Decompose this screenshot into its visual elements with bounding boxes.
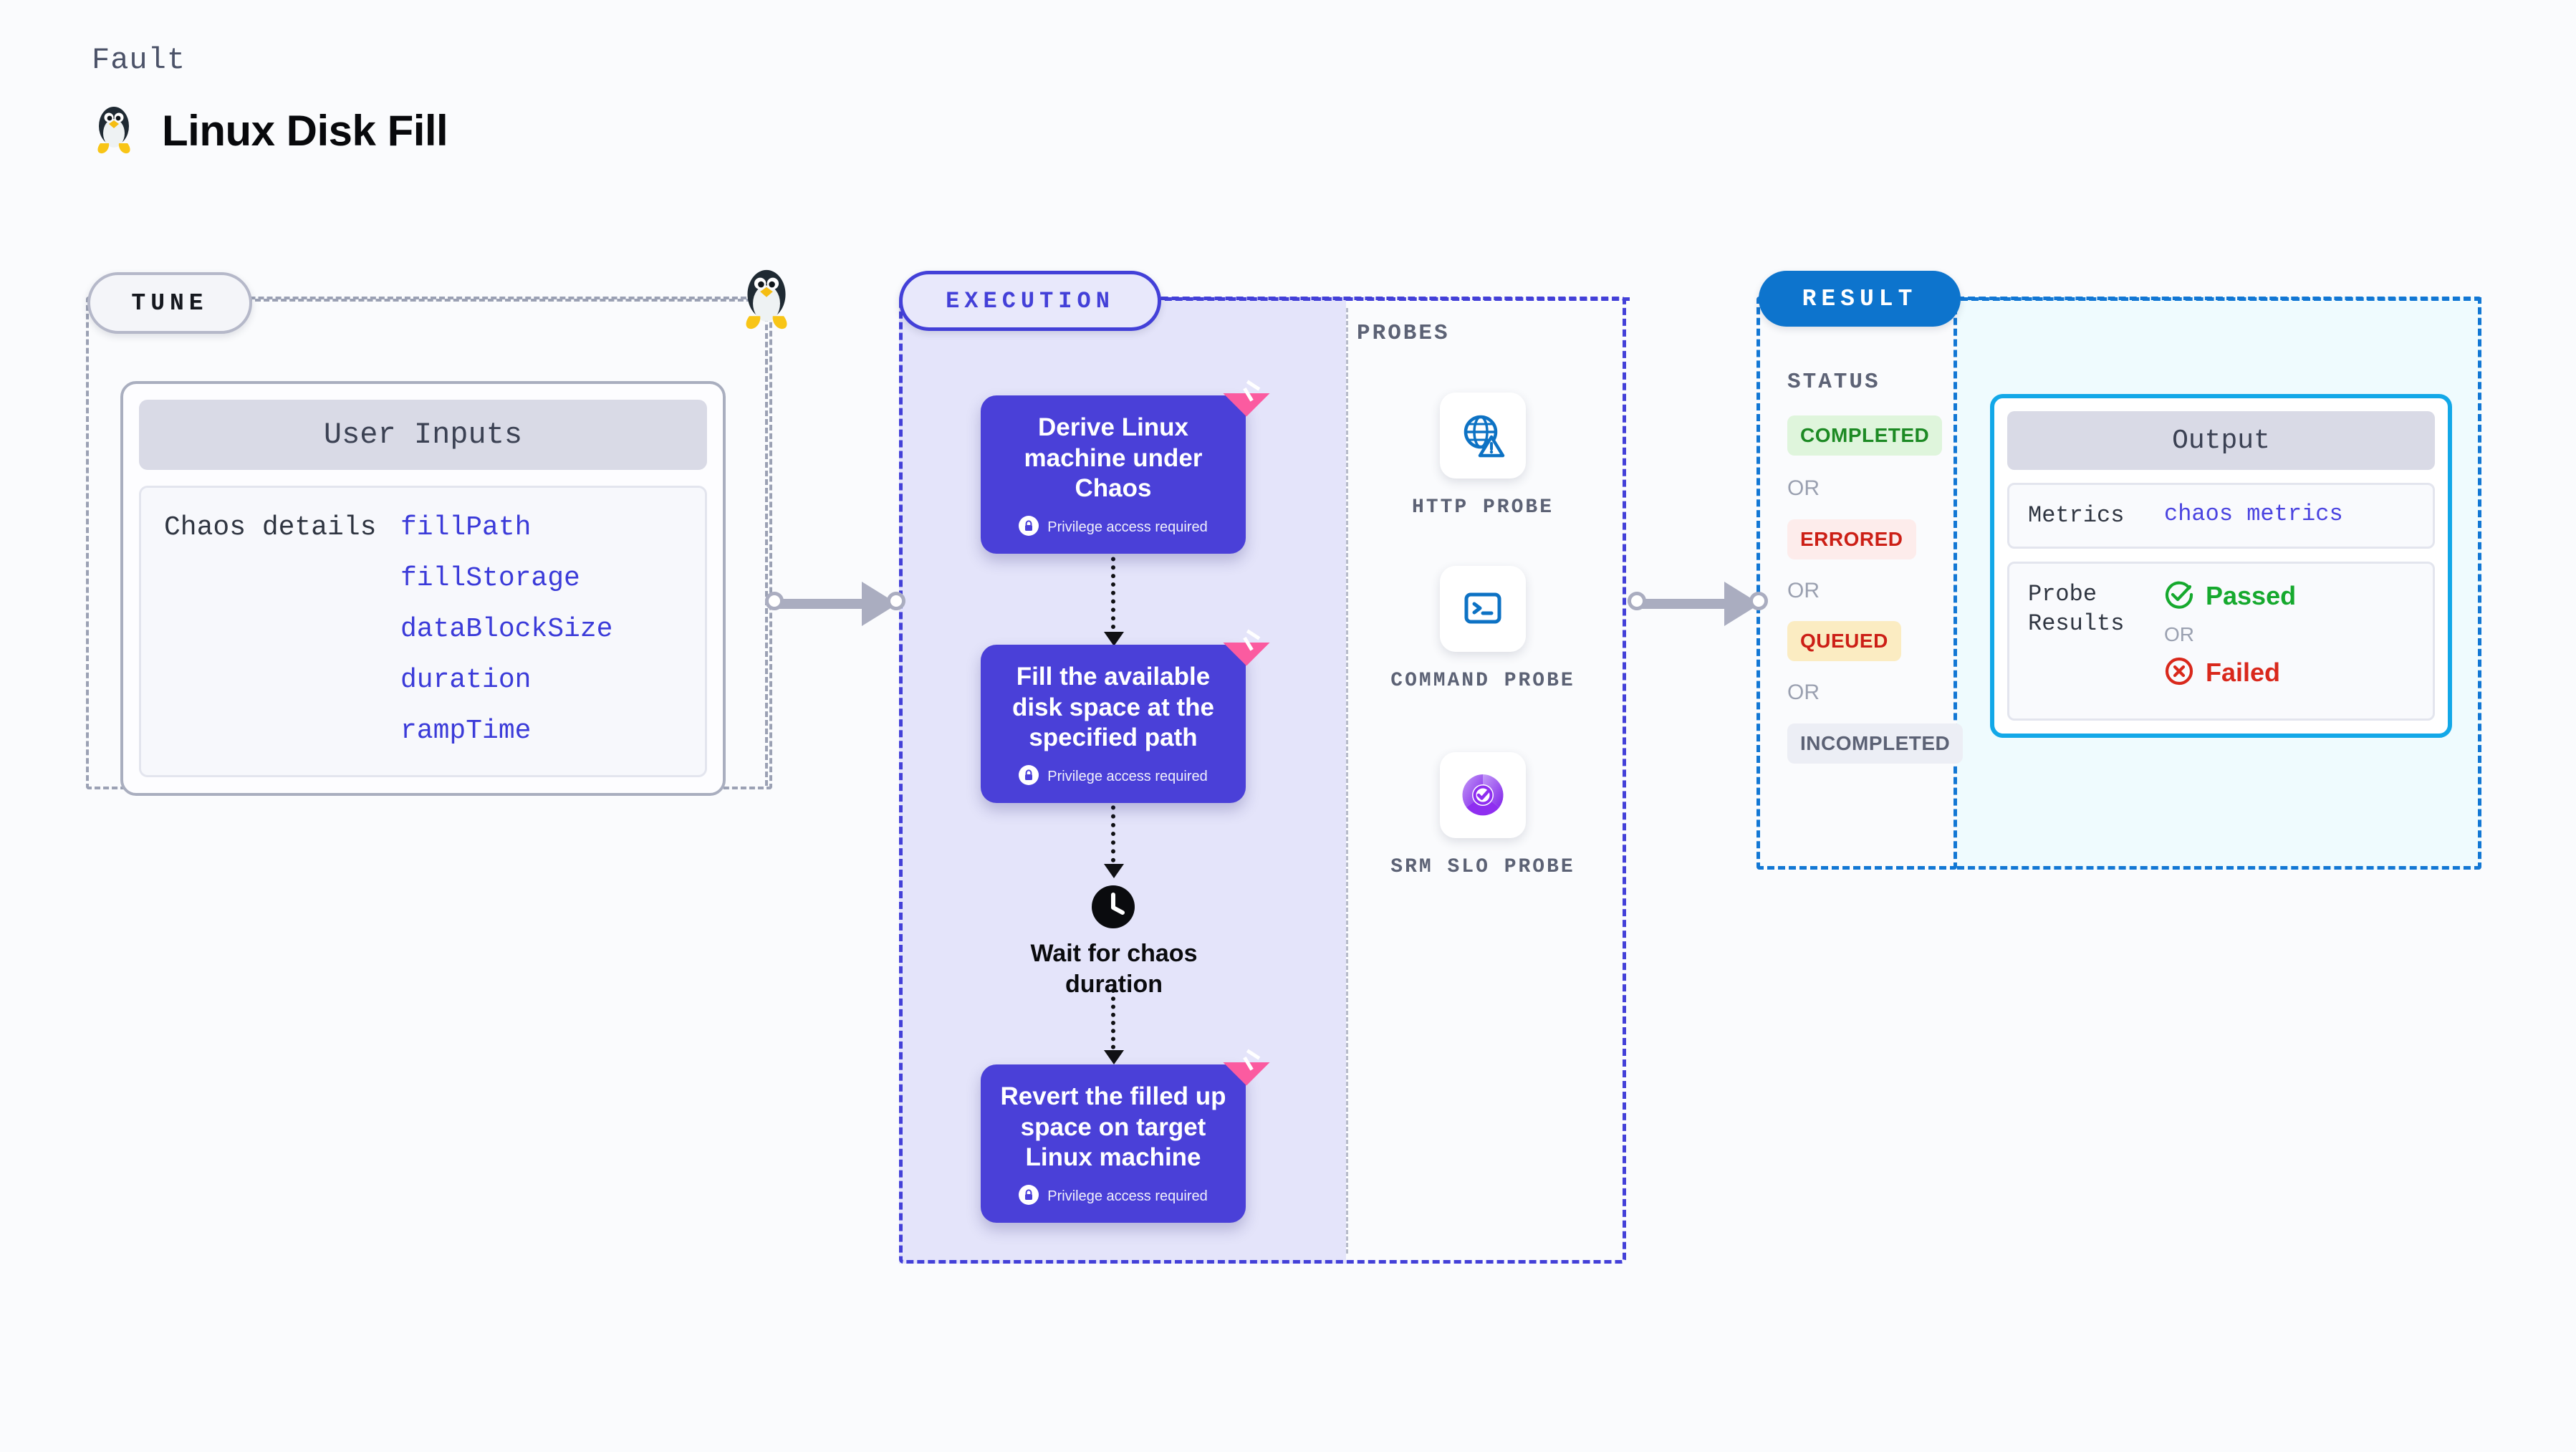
step-arrow-2	[1104, 864, 1124, 878]
privilege-row: Privilege access required	[995, 765, 1231, 789]
privilege-row: Privilege access required	[995, 516, 1231, 539]
status-section-label: STATUS	[1787, 370, 1880, 395]
probe-result-or: OR	[2164, 622, 2194, 645]
status-badge-errored: ERRORED	[1787, 519, 1916, 559]
x-circle-icon	[2164, 656, 2194, 690]
probe-label: COMMAND PROBE	[1390, 670, 1575, 692]
probe-http[interactable]: HTTP PROBE	[1390, 393, 1576, 521]
tune-connector-vertical	[765, 299, 768, 786]
result-pill-label: RESULT	[1802, 285, 1918, 312]
output-card: Output Metrics chaos metrics Probe Resul…	[1990, 394, 2452, 738]
slo-donut-check-icon	[1440, 752, 1526, 838]
tune-connector-horizontal	[246, 299, 769, 302]
status-or-3: OR	[1787, 681, 1820, 704]
lock-icon	[1019, 516, 1039, 539]
privilege-row: Privilege access required	[995, 1185, 1231, 1208]
lock-icon	[1019, 1185, 1039, 1208]
output-row-probe-results: Probe Results Passed OR	[2007, 561, 2435, 721]
step-title: Revert the filled up space on target Lin…	[1000, 1082, 1226, 1172]
chaos-field-fillstorage[interactable]: fillStorage	[400, 563, 580, 594]
probe-results-values: Passed OR Failed	[2164, 580, 2296, 690]
terminal-prompt-icon	[1440, 566, 1526, 652]
globe-warning-icon	[1440, 393, 1526, 479]
status-badge-incompleted: INCOMPLETED	[1787, 723, 1964, 764]
probe-command[interactable]: COMMAND PROBE	[1390, 566, 1576, 695]
step-connector-3	[1111, 989, 1115, 1057]
user-inputs-body: Chaos details fillPath fillStorage dataB…	[139, 486, 707, 777]
chaos-details-label: Chaos details	[164, 512, 377, 543]
linux-penguin-node-icon	[738, 264, 795, 336]
probes-section-label: PROBES	[1357, 321, 1450, 346]
chaos-field-ramptime[interactable]: rampTime	[400, 716, 532, 746]
tune-pill-label: TUNE	[131, 289, 208, 317]
fault-label: Fault	[92, 43, 186, 77]
clock-icon	[1092, 885, 1135, 928]
status-badge-completed: COMPLETED	[1787, 415, 1943, 456]
check-circle-icon	[2164, 580, 2194, 613]
privilege-text: Privilege access required	[1047, 519, 1208, 536]
chaos-field-duration[interactable]: duration	[400, 665, 532, 696]
probe-label: HTTP PROBE	[1411, 496, 1554, 519]
execution-step-fill-disk[interactable]: Fill the available disk space at the spe…	[981, 619, 1270, 804]
status-or-2: OR	[1787, 579, 1820, 602]
status-or-1: OR	[1787, 476, 1820, 500]
privilege-text: Privilege access required	[1047, 1188, 1208, 1205]
chaos-field-fillpath[interactable]: fillPath	[400, 512, 532, 543]
lock-icon	[1019, 765, 1039, 789]
execution-step-derive-machine[interactable]: Derive Linux machine under Chaos Privile…	[981, 370, 1270, 554]
passed-label: Passed	[2206, 581, 2297, 611]
probe-result-passed: Passed	[2164, 580, 2296, 613]
arrow-execution-to-result	[1628, 582, 1768, 626]
output-header: Output	[2007, 411, 2435, 470]
linux-penguin-icon	[92, 102, 136, 160]
privilege-text: Privilege access required	[1047, 769, 1208, 785]
arrow-tune-to-execution	[765, 582, 905, 626]
execution-connector	[1154, 297, 1630, 301]
output-row-metrics: Metrics chaos metrics	[2007, 483, 2435, 549]
wait-for-chaos-duration-label: Wait for chaos duration	[1030, 940, 1198, 998]
step-title: Fill the available disk space at the spe…	[1011, 663, 1215, 752]
execution-pill[interactable]: EXECUTION	[899, 271, 1161, 331]
status-badge-queued: QUEUED	[1787, 621, 1901, 661]
page-header: Fault Linux Disk Fill	[92, 43, 448, 160]
tune-pill[interactable]: TUNE	[87, 272, 252, 334]
step-connector-2	[1111, 788, 1115, 871]
step-connector-1	[1111, 532, 1115, 638]
execution-step-revert-space[interactable]: Revert the filled up space on target Lin…	[981, 1039, 1270, 1223]
result-pill[interactable]: RESULT	[1759, 271, 1961, 327]
user-inputs-header: User Inputs	[139, 400, 707, 470]
probe-srm-slo[interactable]: SRM SLO PROBE	[1390, 752, 1576, 881]
step-title: Derive Linux machine under Chaos	[1024, 413, 1203, 503]
metrics-value[interactable]: chaos metrics	[2164, 501, 2343, 527]
probes-divider	[1346, 308, 1348, 1254]
step-arrow-1	[1104, 632, 1124, 646]
chaos-field-datablocksize[interactable]: dataBlockSize	[400, 614, 613, 645]
probe-results-key: Probe Results	[2028, 580, 2125, 638]
failed-label: Failed	[2206, 658, 2281, 688]
user-inputs-card: User Inputs Chaos details fillPath fillS…	[120, 381, 726, 796]
result-connector	[1961, 297, 2481, 301]
probe-result-failed: Failed	[2164, 656, 2296, 690]
page-title: Linux Disk Fill	[162, 107, 448, 155]
metrics-key: Metrics	[2028, 502, 2125, 529]
chaos-fields-list: fillPath fillStorage dataBlockSize durat…	[400, 512, 612, 746]
title-row: Linux Disk Fill	[92, 102, 448, 160]
step-arrow-3	[1104, 1050, 1124, 1064]
execution-pill-label: EXECUTION	[946, 287, 1115, 314]
status-zone	[1756, 297, 1957, 870]
probe-label: SRM SLO PROBE	[1390, 856, 1575, 878]
